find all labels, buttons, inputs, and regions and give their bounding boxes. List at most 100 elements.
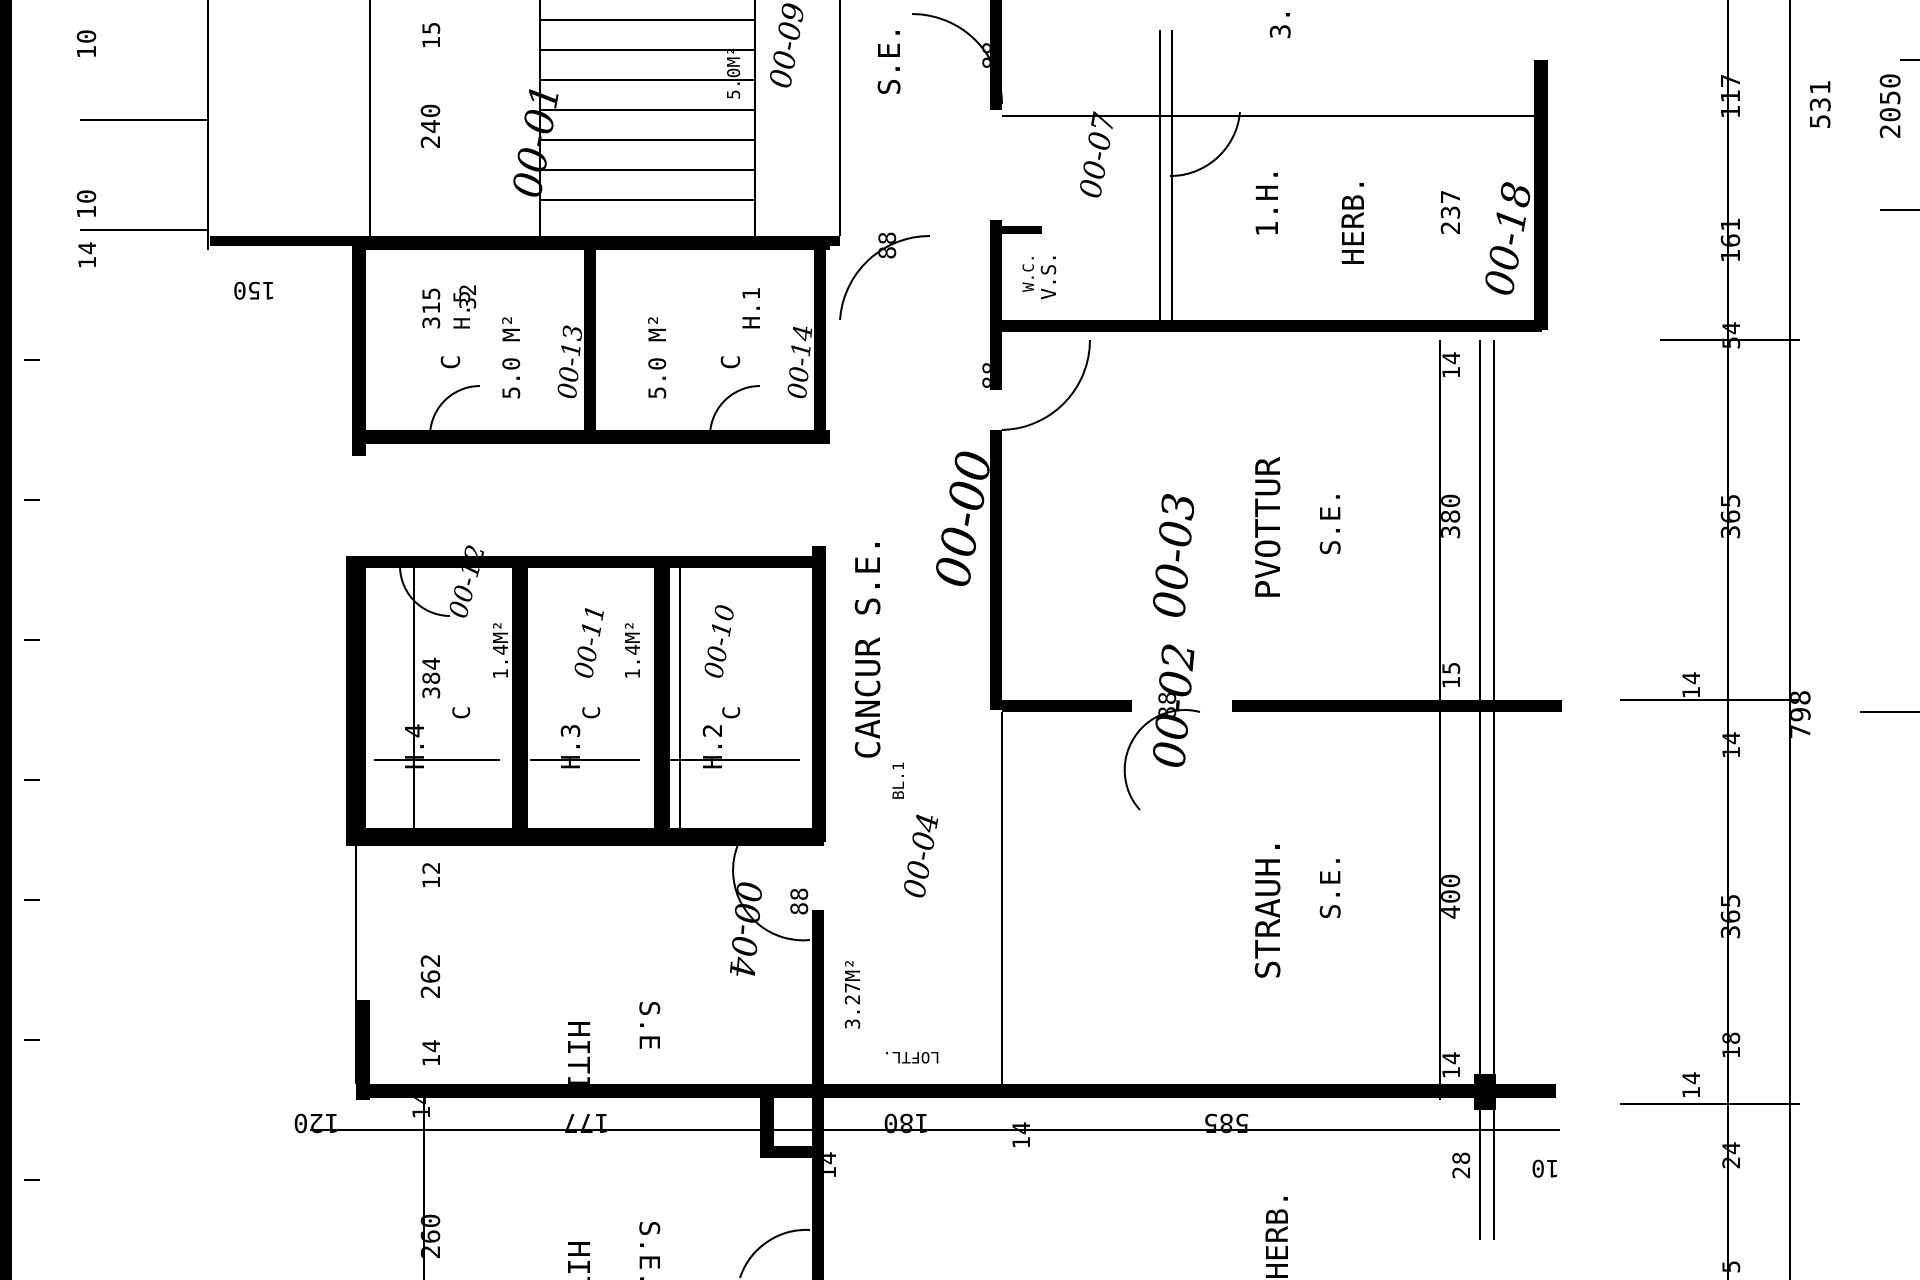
label-s3: 3. <box>1264 6 1297 40</box>
room-se-top-name: S.E. <box>873 24 908 96</box>
dimension-label: 88 <box>978 361 1006 390</box>
room-1h-name: 1.H. <box>1251 166 1286 238</box>
walls <box>210 0 1562 1280</box>
label-herb-bottom: HERB. <box>1261 1190 1296 1280</box>
dimension-label: 14 <box>814 1151 842 1180</box>
label-h3: H.3 <box>557 723 587 770</box>
dimension-label: 798 <box>1784 689 1817 740</box>
dimension-label: 5 <box>1718 1260 1746 1274</box>
room-c-top-area: 5.0 M² <box>498 313 526 400</box>
room-pvottur-sub: S.E. <box>1314 489 1347 556</box>
dimension-label: 12 <box>418 861 446 890</box>
label-area-27: 3.27M² <box>841 958 865 1030</box>
room-c-mid2-code: 00-11 <box>569 602 612 681</box>
room-c-mid3-name: C <box>718 706 746 720</box>
dimension-label: 15 <box>1438 661 1466 690</box>
dimension-label: 315 <box>418 287 446 330</box>
room-c-top2-name: C <box>717 354 747 370</box>
room-small-code: 00-04 <box>897 810 946 901</box>
label-m2-mid2: 1.4M² <box>621 620 645 680</box>
dimension-label: 384 <box>418 657 446 700</box>
label-h4: H.4 <box>401 723 431 770</box>
doors <box>399 13 1241 1279</box>
label-bl: BL.1 <box>889 761 908 800</box>
dimension-label: 120 <box>293 1107 340 1137</box>
dimension-label: 24 <box>1718 1141 1746 1170</box>
room-c-top2-code: 00-14 <box>783 323 819 400</box>
label-se-bottom: S.E. <box>633 1220 666 1280</box>
room-c-mid1-code: 00-12 <box>444 542 492 622</box>
room-1h-code: 00-18 <box>1477 178 1542 300</box>
dimension-label: 262 <box>417 953 447 1000</box>
dimension-label: 14 <box>1678 1071 1706 1100</box>
dimension-label: 32 <box>457 284 482 311</box>
room-c-top2-area: 5.0 M² <box>644 313 672 400</box>
label-wc: W.C. <box>1019 253 1038 292</box>
dimension-label: 88 <box>1154 691 1182 720</box>
dimension-label: 380 <box>1437 493 1467 540</box>
room-strauh-sub: S.E. <box>1314 853 1347 920</box>
label-h5: H.5 <box>451 290 476 330</box>
dimension-label: 14 <box>74 241 102 270</box>
label-h2: H.2 <box>699 723 729 770</box>
dimension-label: 161 <box>1717 217 1747 264</box>
label-code-0009: 00-09 <box>763 0 812 91</box>
dimension-label: 10 <box>1531 1154 1560 1182</box>
room-c-mid1-name: C <box>448 706 476 720</box>
room-pvottur-name: PVOTTUR <box>1249 456 1289 600</box>
dimension-label: 88 <box>874 231 902 260</box>
dimension-label: 237 <box>1437 189 1467 236</box>
dimension-label: 14 <box>1008 1121 1036 1150</box>
room-1h-sub: HERB. <box>1337 176 1372 266</box>
dimension-label: 117 <box>1717 73 1747 120</box>
left-border <box>0 0 12 1280</box>
room-pvottur-code: 00-03 <box>1144 490 1206 621</box>
dimension-label: 14 <box>1718 731 1746 760</box>
dimension-label: 28 <box>1448 1151 1476 1180</box>
room-hiti-name: HITI <box>560 1020 595 1092</box>
dimension-label: 15 <box>418 21 446 50</box>
dimension-label: 54 <box>1718 321 1746 350</box>
dimension-label: 240 <box>417 103 447 150</box>
room-cancur-name: CANCUR S.E. <box>849 535 889 760</box>
dimension-label: 14 <box>418 1039 446 1068</box>
room-c-mid2-name: C <box>578 706 606 720</box>
label-m2-top: 5.0M² <box>724 46 745 100</box>
dimension-label: 14 <box>1438 1051 1466 1080</box>
thin-lines <box>24 0 1920 1280</box>
room-strauh-name: STRAUH. <box>1249 837 1289 980</box>
dimension-label: 10 <box>73 29 103 60</box>
room-small-name: LOFTL. <box>882 1048 940 1067</box>
dimension-label: 150 <box>233 276 276 304</box>
dimension-label: 14 <box>1678 671 1706 700</box>
room-stair-code: 00-01 <box>505 80 570 202</box>
dimension-label: 531 <box>1804 79 1837 130</box>
room-hiti-code: 00-04 <box>720 879 768 980</box>
dimension-label: 260 <box>417 1213 447 1260</box>
dimension-label: 585 <box>1203 1107 1250 1137</box>
room-strauh-code: 00-02 <box>1144 640 1206 771</box>
room-c-mid3-code: 00-10 <box>699 602 742 681</box>
room-labels: HITI S.E 00-04 CANCUR S.E. 00-00 PVOTTUR… <box>401 0 1542 1280</box>
label-m2-mid1: 1.4M² <box>489 620 513 680</box>
dimension-label: 88 <box>786 887 814 916</box>
dimension-label: 400 <box>1437 873 1467 920</box>
room-hiti-sub: S.E <box>633 1000 666 1051</box>
dimension-label: 180 <box>883 1107 930 1137</box>
dimension-label: 14 <box>1438 351 1466 380</box>
room-vs-name: V.S. <box>1037 252 1061 300</box>
dimension-label: 177 <box>563 1107 610 1137</box>
dimension-label: 18 <box>1718 1031 1746 1060</box>
room-c-top-name: C <box>437 354 467 370</box>
room-se-top-code: 00-07 <box>1073 109 1123 201</box>
dimension-label: 88 <box>978 41 1006 70</box>
room-c-top-code: 00-13 <box>553 323 589 400</box>
label-hiti-bottom: HITI <box>560 1240 595 1280</box>
dimension-label: 365 <box>1717 493 1747 540</box>
dimension-label: 14 <box>408 1091 436 1120</box>
dimension-label: 10 <box>73 189 103 220</box>
dimension-label: 2050 <box>1874 73 1907 140</box>
label-h1: H.1 <box>738 287 766 330</box>
dimensions: 88 88 88 88 88 240 15 10 10 14 150 315 3… <box>73 21 1907 1274</box>
